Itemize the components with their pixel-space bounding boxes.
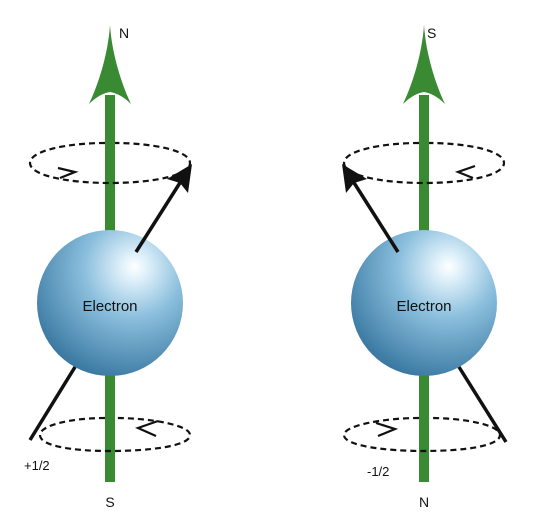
electron-label: Electron [82, 298, 137, 315]
magnetic-axis-upper [419, 95, 429, 241]
magnetic-axis-lower [105, 368, 115, 482]
rotation-arrow-bottom-icon [135, 419, 159, 438]
magnetic-axis-upper [105, 95, 115, 241]
top-pole-label: N [119, 25, 129, 41]
spin-value-label: +1/2 [24, 458, 50, 473]
spin-arrow-head-icon [342, 164, 367, 193]
spin-down-diagram: Electron S N -1/2 [342, 25, 508, 510]
spin-axis-lower [28, 366, 77, 441]
rotation-arrow-top-icon [57, 166, 79, 180]
magnetic-axis-lower [419, 368, 429, 482]
spin-up-diagram: Electron N S +1/2 [24, 25, 192, 510]
spin-value-label: -1/2 [367, 464, 389, 479]
electron-sphere [351, 230, 497, 376]
rotation-arrow-top-icon [454, 164, 476, 180]
top-pole-label: S [427, 25, 436, 41]
spin-arrow-head-icon [167, 164, 192, 193]
electron-sphere [37, 230, 183, 376]
rotation-path-bottom [342, 416, 502, 453]
magnetic-arrow-head [403, 25, 445, 104]
electron-label: Electron [396, 298, 451, 315]
spin-axis-lower [457, 366, 508, 443]
spin-axis-upper [349, 177, 400, 253]
magnetic-arrow-head [89, 25, 131, 104]
rotation-arrow-bottom-icon [375, 421, 399, 438]
spin-axis-upper [134, 177, 185, 253]
rotation-path-bottom [38, 416, 192, 453]
bottom-pole-label: S [105, 494, 114, 510]
bottom-pole-label: N [419, 494, 429, 510]
